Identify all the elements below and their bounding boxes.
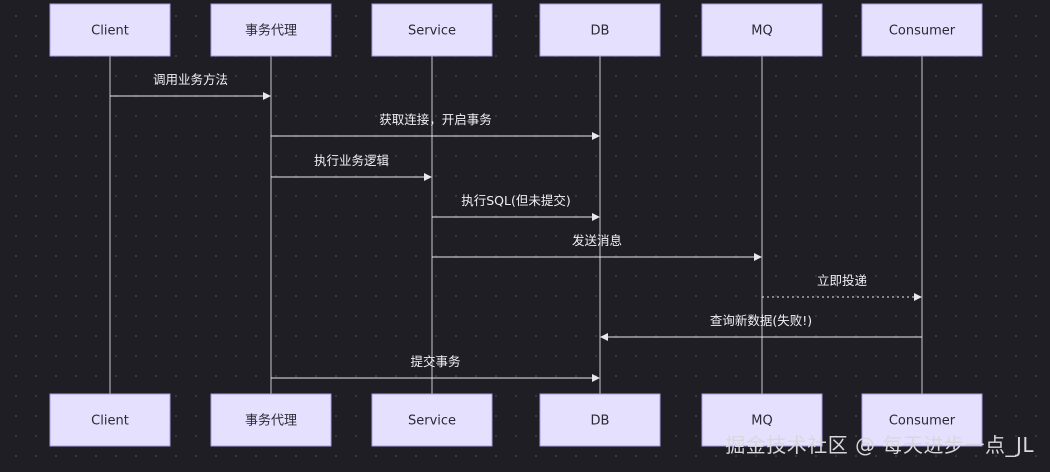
actor-label: 事务代理	[245, 413, 297, 429]
actor-0-box-bottom: Client	[49, 393, 171, 447]
message-label: 查询新数据(失败!)	[710, 313, 812, 328]
actor-label: MQ	[751, 24, 772, 39]
actor-3-box-top: DB	[539, 3, 661, 57]
actor-label: MQ	[751, 414, 772, 429]
actor-box-rect	[861, 393, 983, 447]
actor-box-rect	[371, 393, 493, 447]
message-7: 提交事务	[271, 354, 600, 382]
actor-box-rect	[49, 393, 171, 447]
message-label: 执行SQL(但未提交)	[461, 193, 571, 208]
actor-label: Service	[408, 414, 456, 429]
actor-5-box-top: Consumer	[861, 3, 983, 57]
watermark-text: 掘金技术社区 @ 每天进步一点_JL	[725, 433, 1034, 457]
message-label: 发送消息	[572, 233, 622, 248]
message-label: 立即投递	[817, 273, 868, 288]
actor-box-rect	[371, 3, 493, 57]
message-5: 立即投递	[762, 273, 922, 301]
actor-0-box-top: Client	[49, 3, 171, 57]
actor-box-rect	[861, 3, 983, 57]
actor-box-rect	[210, 393, 332, 447]
actor-2-box-bottom: Service	[371, 393, 493, 447]
actor-3-box-bottom: DB	[539, 393, 661, 447]
message-label: 执行业务逻辑	[314, 153, 389, 168]
actor-label: Consumer	[889, 414, 956, 429]
message-label: 调用业务方法	[153, 72, 228, 87]
message-4: 发送消息	[432, 233, 762, 261]
message-3: 执行SQL(但未提交)	[432, 193, 600, 221]
actor-label: DB	[591, 24, 610, 39]
actor-label: Consumer	[889, 24, 956, 39]
actor-2-box-top: Service	[371, 3, 493, 57]
actor-label: Client	[91, 414, 129, 429]
actor-box-rect	[701, 393, 823, 447]
actor-1-box-bottom: 事务代理	[210, 393, 332, 447]
actor-label: Client	[91, 24, 129, 39]
message-6: 查询新数据(失败!)	[600, 313, 922, 341]
message-2: 执行业务逻辑	[271, 153, 432, 181]
actor-box-rect	[539, 3, 661, 57]
message-label: 获取连接，开启事务	[379, 112, 492, 127]
actor-box-rect	[701, 3, 823, 57]
actor-box-rect	[210, 3, 332, 57]
actor-4-box-bottom: MQ	[701, 393, 823, 447]
actor-label: 事务代理	[245, 23, 297, 39]
actor-4-box-top: MQ	[701, 3, 823, 57]
actor-1-box-top: 事务代理	[210, 3, 332, 57]
message-label: 提交事务	[410, 354, 460, 369]
actor-label: Service	[408, 24, 456, 39]
actor-5-box-bottom: Consumer	[861, 393, 983, 447]
actor-label: DB	[591, 414, 610, 429]
message-0: 调用业务方法	[110, 72, 271, 100]
actor-box-rect	[49, 3, 171, 57]
actor-box-rect	[539, 393, 661, 447]
message-1: 获取连接，开启事务	[271, 112, 600, 140]
